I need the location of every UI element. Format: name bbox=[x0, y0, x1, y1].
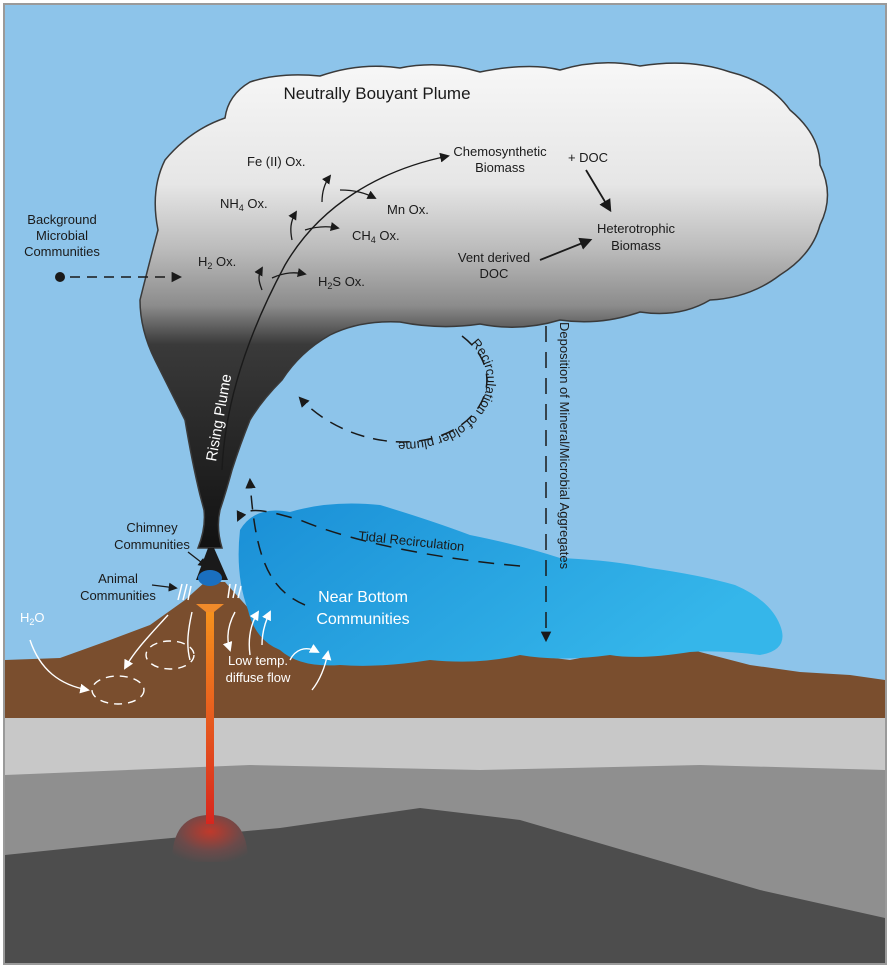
low-temp-label-2: diffuse flow bbox=[226, 670, 291, 685]
mn-ox-label: Mn Ox. bbox=[387, 202, 429, 217]
ch4-ox-sub: 4 bbox=[371, 235, 376, 245]
branch-ch4 bbox=[304, 222, 340, 232]
background-source-dot bbox=[55, 272, 65, 282]
fe-ox-label: Fe (II) Ox. bbox=[247, 154, 306, 169]
animal-label-1: Animal bbox=[98, 571, 138, 586]
circulation-loops bbox=[91, 640, 195, 705]
background-label-1: Background bbox=[27, 212, 96, 227]
heterotrophic-label-2: Biomass bbox=[611, 238, 661, 253]
rising-plume-line bbox=[221, 152, 450, 471]
h2s-ox-part-a: H bbox=[318, 274, 327, 289]
deposition-label: Deposition of Mineral/Microbial Aggregat… bbox=[557, 322, 572, 570]
h2s-ox-label: H2S Ox. bbox=[318, 274, 365, 291]
vent-doc-arrow bbox=[539, 237, 593, 261]
neutral-plume-label: Neutrally Bouyant Plume bbox=[283, 84, 470, 103]
vent-doc-label-2: DOC bbox=[480, 266, 509, 281]
branch-h2 bbox=[254, 266, 263, 291]
chimney-pointer bbox=[187, 551, 208, 568]
plus-doc-label: + DOC bbox=[568, 150, 608, 165]
magma-chamber bbox=[172, 815, 248, 862]
h2-ox-part-a: H bbox=[198, 254, 207, 269]
ch4-ox-part-b: Ox. bbox=[376, 228, 400, 243]
branch-mn bbox=[339, 189, 377, 199]
low-temp-label-1: Low temp. bbox=[228, 653, 288, 668]
h2-ox-part-b: Ox. bbox=[212, 254, 236, 269]
nh4-ox-part-a: NH bbox=[220, 196, 239, 211]
branch-h2s bbox=[271, 268, 307, 279]
ch4-ox-part-a: CH bbox=[352, 228, 371, 243]
vent-doc-label-1: Vent derived bbox=[458, 250, 530, 265]
plume-cloud bbox=[139, 62, 829, 549]
diffuse-flow-arrows bbox=[29, 610, 332, 694]
branch-fe bbox=[321, 174, 332, 203]
tidal-recirculation-arrow bbox=[236, 509, 521, 567]
near-bottom-return-arrow bbox=[245, 477, 306, 606]
water-sub: 2 bbox=[29, 617, 34, 627]
animal-label-2: Communities bbox=[80, 588, 156, 603]
h2s-ox-sub: 2 bbox=[327, 281, 332, 291]
water-part-b: O bbox=[34, 610, 44, 625]
conduit-top bbox=[196, 604, 224, 612]
tube-worms bbox=[177, 583, 242, 601]
chemosynthetic-label-2: Biomass bbox=[475, 160, 525, 175]
chimney-label-1: Chimney bbox=[126, 520, 178, 535]
h2-ox-sub: 2 bbox=[207, 261, 212, 271]
near-bottom-cloud bbox=[238, 503, 783, 666]
h2s-ox-part-b: S Ox. bbox=[332, 274, 365, 289]
animal-pointer bbox=[151, 582, 178, 592]
background-label-2: Microbial bbox=[36, 228, 88, 243]
magma-conduit bbox=[206, 606, 214, 824]
water-part-a: H bbox=[20, 610, 29, 625]
nh4-ox-sub: 4 bbox=[239, 203, 244, 213]
chimney-label-2: Communities bbox=[114, 537, 190, 552]
chemosynthetic-label-1: Chemosynthetic bbox=[453, 144, 547, 159]
seafloor bbox=[5, 582, 885, 718]
water-label: H2O bbox=[20, 610, 45, 627]
nh4-ox-label: NH4 Ox. bbox=[220, 196, 268, 213]
branch-nh4 bbox=[288, 210, 297, 241]
ch4-ox-label: CH4 Ox. bbox=[352, 228, 400, 245]
near-bottom-label-1: Near Bottom bbox=[318, 589, 408, 606]
h2-ox-label: H2 Ox. bbox=[198, 254, 236, 271]
background-label-3: Communities bbox=[24, 244, 100, 259]
vent-orifice bbox=[198, 570, 222, 586]
nh4-ox-part-b: Ox. bbox=[244, 196, 268, 211]
near-bottom-label-2: Communities bbox=[316, 611, 409, 628]
doc-to-heterotrophic-arrow bbox=[585, 169, 612, 213]
heterotrophic-label-1: Heterotrophic bbox=[597, 221, 676, 236]
